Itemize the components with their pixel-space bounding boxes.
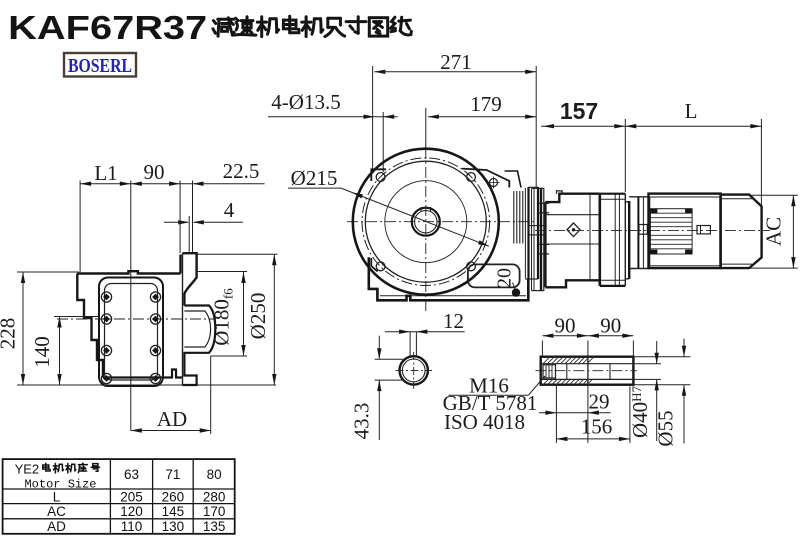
svg-text:20: 20	[494, 268, 516, 288]
svg-text:63: 63	[124, 467, 139, 482]
svg-text:170: 170	[203, 504, 226, 519]
svg-text:GB/T 5781: GB/T 5781	[443, 391, 538, 415]
svg-text:29: 29	[589, 390, 610, 414]
svg-text:M16: M16	[469, 374, 509, 398]
svg-text:KAF67R37: KAF67R37	[8, 9, 207, 46]
svg-text:4-Ø13.5: 4-Ø13.5	[271, 90, 340, 114]
svg-text:130: 130	[162, 519, 185, 534]
svg-text:110: 110	[121, 519, 143, 534]
svg-text:90: 90	[600, 313, 621, 337]
svg-text:140: 140	[30, 336, 54, 368]
svg-text:12: 12	[443, 309, 464, 333]
svg-text:145: 145	[162, 504, 185, 519]
svg-text:156: 156	[581, 415, 613, 439]
svg-text:BOSERL: BOSERL	[68, 55, 132, 77]
svg-text:90: 90	[555, 313, 576, 337]
svg-text:260: 260	[162, 489, 185, 504]
svg-text:Ø55: Ø55	[654, 410, 678, 446]
svg-text:280: 280	[203, 489, 226, 504]
svg-text:L: L	[685, 99, 698, 123]
svg-text:Ø180f6: Ø180f6	[210, 288, 236, 346]
svg-text:4: 4	[224, 198, 235, 222]
svg-text:71: 71	[165, 467, 180, 482]
svg-text:90: 90	[144, 160, 165, 184]
svg-text:228: 228	[0, 318, 20, 350]
svg-text:Ø40H7: Ø40H7	[628, 385, 652, 438]
svg-text:22.5: 22.5	[223, 159, 260, 183]
svg-text:80: 80	[207, 467, 222, 482]
svg-text:AD: AD	[47, 519, 66, 534]
svg-text:179: 179	[470, 92, 502, 116]
svg-text:AC: AC	[47, 504, 66, 519]
svg-text:205: 205	[120, 489, 143, 504]
svg-text:Ø215: Ø215	[291, 166, 338, 190]
svg-text:L: L	[53, 489, 61, 504]
svg-text:ISO 4018: ISO 4018	[444, 410, 525, 434]
svg-text:157: 157	[560, 98, 598, 124]
svg-text:43.3: 43.3	[350, 403, 374, 440]
svg-text:Motor Size: Motor Size	[24, 478, 96, 492]
svg-text:Ø250: Ø250	[246, 293, 270, 340]
svg-text:AD: AD	[157, 407, 187, 431]
svg-text:271: 271	[440, 50, 472, 74]
svg-text:YE2: YE2	[15, 462, 40, 477]
svg-text:120: 120	[120, 504, 143, 519]
svg-text:L1: L1	[94, 161, 117, 185]
svg-text:AC: AC	[762, 217, 786, 246]
svg-text:135: 135	[203, 519, 226, 534]
